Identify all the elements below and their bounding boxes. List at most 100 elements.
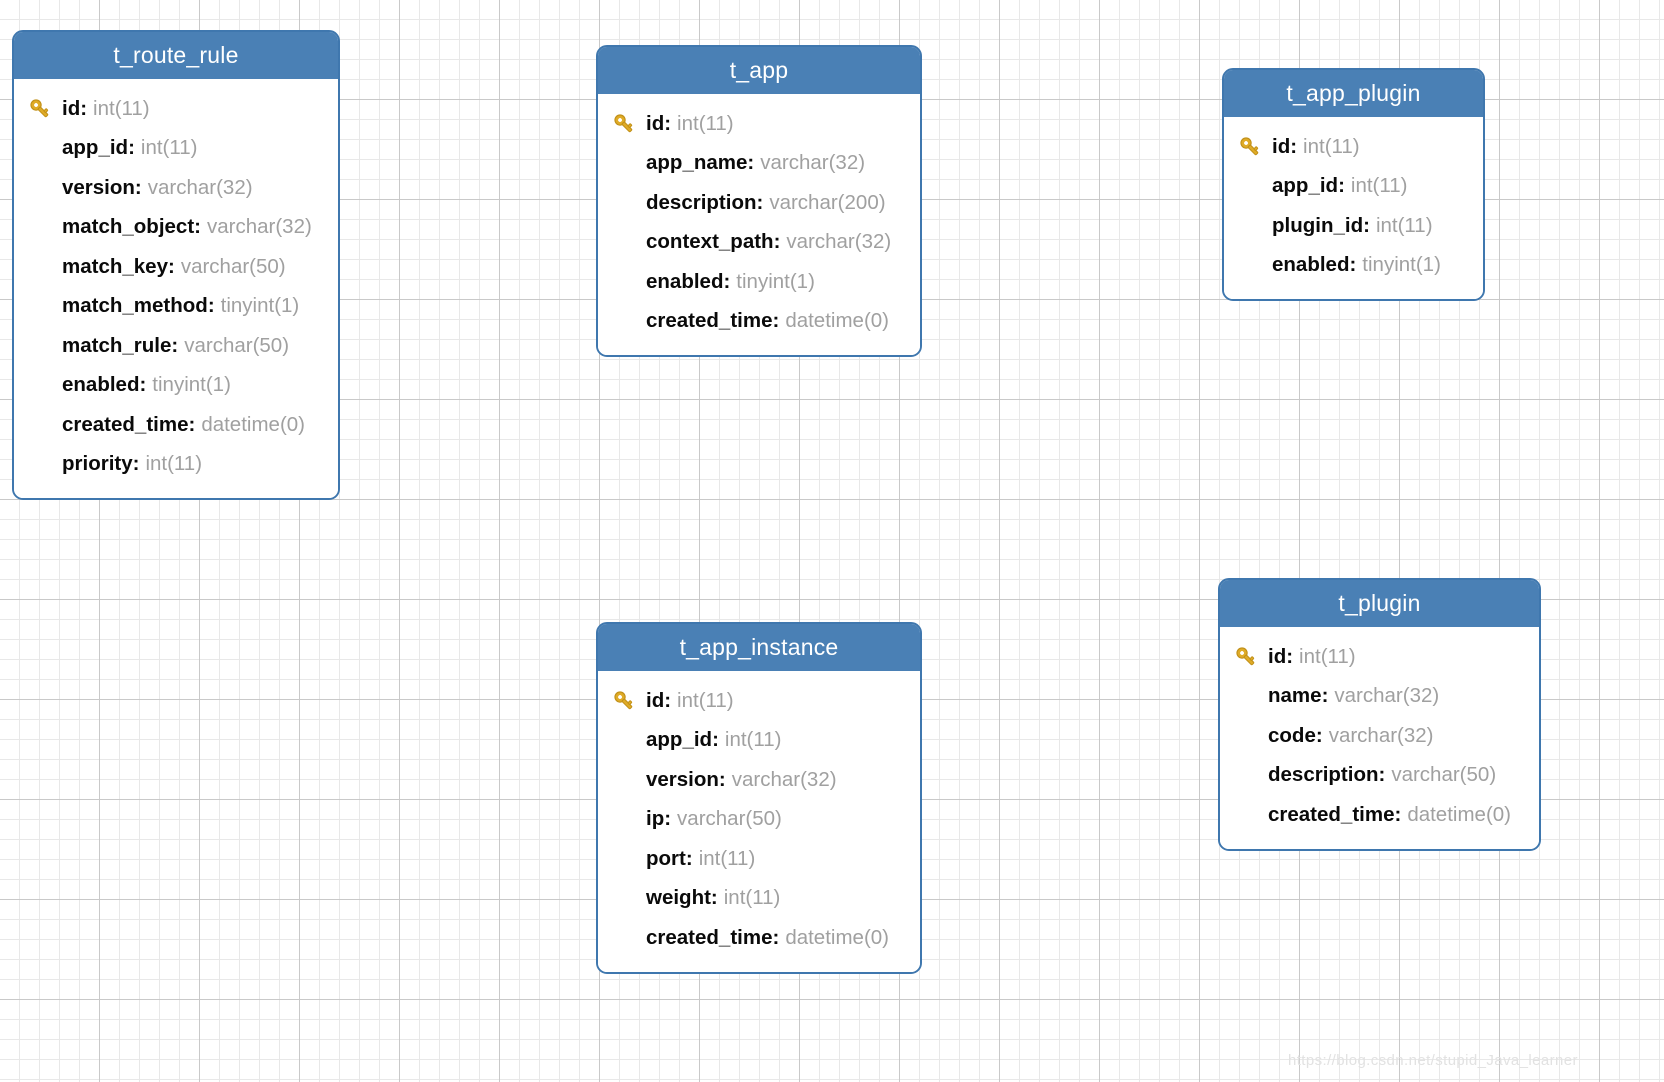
- field-name: version: [646, 767, 719, 791]
- field-type: tinyint(1): [152, 373, 231, 397]
- field-row[interactable]: context_path:varchar(32): [598, 223, 920, 263]
- field-type: tinyint(1): [220, 294, 300, 318]
- field-separator: :: [1363, 213, 1370, 237]
- field-row[interactable]: created_time:datetime(0): [14, 405, 338, 445]
- field-type: varchar(50): [184, 333, 290, 357]
- field-indent-spacer: [612, 767, 646, 793]
- field-type: int(11): [677, 111, 734, 135]
- field-row[interactable]: id:int(11): [598, 681, 920, 721]
- field-row[interactable]: match_object:varchar(32): [14, 208, 338, 248]
- field-name: priority: [62, 452, 133, 476]
- field-row[interactable]: created_time:datetime(0): [1220, 795, 1539, 835]
- field-type: varchar(32): [206, 215, 312, 239]
- field-type: datetime(0): [201, 412, 305, 436]
- field-row[interactable]: ip:varchar(50): [598, 800, 920, 840]
- field-row[interactable]: description:varchar(50): [1220, 756, 1539, 796]
- entity-field-list: id:int(11)app_name:varchar(32)descriptio…: [598, 94, 920, 356]
- entity-title: t_route_rule: [14, 32, 338, 80]
- field-row[interactable]: weight:int(11): [598, 879, 920, 919]
- field-row[interactable]: id:int(11): [1224, 127, 1483, 167]
- field-indent-spacer: [612, 150, 646, 176]
- field-row[interactable]: version:varchar(32): [14, 168, 338, 208]
- field-row[interactable]: port:int(11): [598, 839, 920, 879]
- field-row[interactable]: id:int(11): [14, 89, 338, 129]
- field-name: app_id: [646, 728, 713, 752]
- primary-key-icon: [30, 99, 49, 118]
- field-separator: :: [134, 175, 142, 199]
- primary-key-slot: [1238, 134, 1272, 160]
- field-name: match_object: [62, 215, 195, 239]
- field-row[interactable]: app_id:int(11): [14, 129, 338, 169]
- field-indent-spacer: [1238, 173, 1272, 199]
- field-row[interactable]: description:varchar(200): [598, 183, 920, 223]
- field-row[interactable]: app_id:int(11): [598, 721, 920, 761]
- field-separator: :: [188, 412, 196, 436]
- field-type: tinyint(1): [1362, 253, 1441, 277]
- field-row[interactable]: created_time:datetime(0): [598, 302, 920, 342]
- field-indent-spacer: [28, 293, 62, 319]
- field-separator: :: [772, 925, 780, 949]
- field-indent-spacer: [1238, 213, 1272, 239]
- field-row[interactable]: name:varchar(32): [1220, 677, 1539, 717]
- primary-key-slot: [1234, 644, 1268, 670]
- field-type: tinyint(1): [736, 269, 815, 293]
- field-type: varchar(50): [1391, 763, 1497, 787]
- entity-field-list: id:int(11)app_id:int(11)version:varchar(…: [598, 671, 920, 972]
- field-separator: :: [1349, 253, 1357, 277]
- field-separator: :: [712, 728, 719, 752]
- field-row[interactable]: version:varchar(32): [598, 760, 920, 800]
- field-separator: :: [80, 96, 88, 120]
- field-indent-spacer: [612, 229, 646, 255]
- field-name: port: [646, 846, 686, 870]
- field-row[interactable]: created_time:datetime(0): [598, 918, 920, 958]
- field-type: int(11): [93, 96, 150, 120]
- field-name: enabled: [62, 373, 140, 397]
- primary-key-icon: [614, 114, 633, 133]
- field-type: datetime(0): [785, 309, 889, 333]
- field-type: varchar(50): [180, 254, 286, 278]
- field-name: enabled: [1272, 253, 1350, 277]
- field-indent-spacer: [28, 135, 62, 161]
- entity-title: t_app_instance: [598, 624, 920, 672]
- primary-key-icon: [614, 691, 633, 710]
- field-row[interactable]: enabled:tinyint(1): [14, 366, 338, 406]
- field-indent-spacer: [612, 727, 646, 753]
- field-row[interactable]: match_method:tinyint(1): [14, 287, 338, 327]
- field-name: created_time: [62, 412, 189, 436]
- field-indent-spacer: [28, 214, 62, 240]
- field-separator: :: [1378, 763, 1386, 787]
- field-row[interactable]: code:varchar(32): [1220, 716, 1539, 756]
- field-row[interactable]: priority:int(11): [14, 445, 338, 485]
- field-name: code: [1268, 723, 1316, 747]
- field-name: match_method: [62, 294, 208, 318]
- field-row[interactable]: enabled:tinyint(1): [1224, 246, 1483, 286]
- field-row[interactable]: app_id:int(11): [1224, 167, 1483, 207]
- field-name: app_id: [62, 136, 129, 160]
- field-row[interactable]: match_key:varchar(50): [14, 247, 338, 287]
- field-row[interactable]: id:int(11): [1220, 637, 1539, 677]
- field-row[interactable]: match_rule:varchar(50): [14, 326, 338, 366]
- field-separator: :: [664, 111, 672, 135]
- field-separator: :: [723, 269, 731, 293]
- primary-key-slot: [612, 111, 646, 137]
- field-separator: :: [1338, 174, 1345, 198]
- field-type: varchar(32): [147, 175, 253, 199]
- field-row[interactable]: id:int(11): [598, 104, 920, 144]
- field-name: context_path: [646, 230, 774, 254]
- field-row[interactable]: plugin_id:int(11): [1224, 206, 1483, 246]
- field-type: int(11): [723, 886, 781, 910]
- field-type: int(11): [145, 452, 203, 476]
- field-type: varchar(50): [677, 807, 782, 831]
- field-separator: :: [747, 151, 755, 175]
- field-row[interactable]: enabled:tinyint(1): [598, 262, 920, 302]
- field-indent-spacer: [612, 846, 646, 872]
- field-separator: :: [167, 254, 175, 278]
- field-row[interactable]: app_name:varchar(32): [598, 144, 920, 184]
- entity-title: t_plugin: [1220, 580, 1539, 628]
